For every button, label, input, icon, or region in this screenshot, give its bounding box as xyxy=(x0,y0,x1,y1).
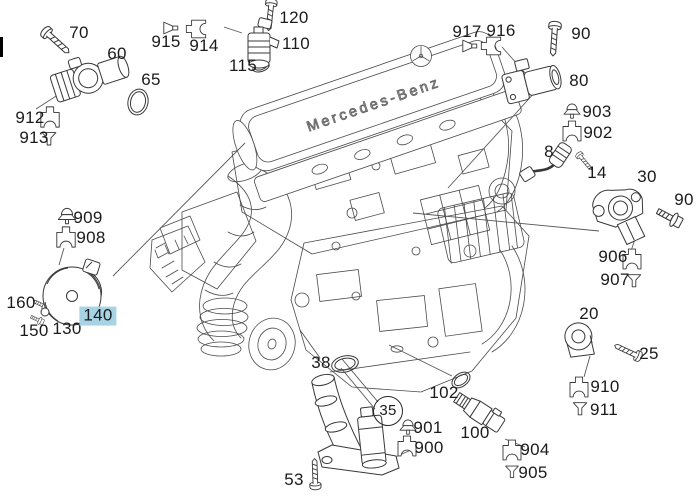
callout-38[interactable]: 38 xyxy=(311,353,331,373)
callout-911[interactable]: 911 xyxy=(589,400,619,420)
callout-70[interactable]: 70 xyxy=(69,23,89,43)
callout-912[interactable]: 912 xyxy=(15,108,45,128)
camshaft-solenoid-icon-80 xyxy=(501,58,562,105)
callout-115[interactable]: 115 xyxy=(228,56,258,76)
callout-900[interactable]: 900 xyxy=(414,438,444,458)
callout-25[interactable]: 25 xyxy=(639,344,659,364)
callout-35[interactable]: 35 xyxy=(373,396,403,426)
callout-913[interactable]: 913 xyxy=(19,128,49,148)
callout-60[interactable]: 60 xyxy=(107,44,127,64)
callout-8[interactable]: 8 xyxy=(544,142,554,162)
brand-emblem xyxy=(410,45,432,67)
engine-block-outline xyxy=(290,205,530,393)
callout-160[interactable]: 160 xyxy=(6,293,36,313)
callout-901[interactable]: 901 xyxy=(413,418,443,438)
callout-902[interactable]: 902 xyxy=(583,123,613,143)
callout-130[interactable]: 130 xyxy=(52,319,82,339)
oil-level-sensor xyxy=(357,406,387,469)
sensor-with-cable-icon-8 xyxy=(519,142,572,182)
valve-cover: Mercedes-Benz xyxy=(232,31,522,202)
callout-110[interactable]: 110 xyxy=(281,34,311,54)
callout-53[interactable]: 53 xyxy=(284,470,304,490)
callout-80[interactable]: 80 xyxy=(569,71,589,91)
purge-valve-icon-110 xyxy=(247,17,280,69)
solenoid-valve-icon-60 xyxy=(49,55,130,103)
callout-14[interactable]: 14 xyxy=(587,163,607,183)
callout-150[interactable]: 150 xyxy=(19,321,49,341)
scan-artifact xyxy=(0,37,3,57)
callout-915[interactable]: 915 xyxy=(151,32,181,52)
callout-90a[interactable]: 90 xyxy=(571,24,591,44)
oil-sensor-icon-100 xyxy=(453,392,506,433)
o-ring-icon-65 xyxy=(127,88,149,116)
callout-906[interactable]: 906 xyxy=(598,247,628,267)
cam-actuator-icon-30 xyxy=(592,188,646,245)
callout-140[interactable]: 140 xyxy=(79,306,117,326)
callout-102[interactable]: 102 xyxy=(429,383,459,403)
callout-904[interactable]: 904 xyxy=(520,440,550,460)
callout-907[interactable]: 907 xyxy=(600,270,630,290)
knock-sensor-icon-20 xyxy=(564,322,595,358)
engine-illustration: Mercedes-Benz xyxy=(149,31,530,393)
o-ring-icon-38 xyxy=(331,355,359,373)
callout-903[interactable]: 903 xyxy=(582,102,612,122)
callout-905[interactable]: 905 xyxy=(518,463,548,483)
part-icons xyxy=(29,0,685,491)
callout-65[interactable]: 65 xyxy=(141,70,161,90)
callout-20[interactable]: 20 xyxy=(579,304,599,324)
callout-908[interactable]: 908 xyxy=(76,228,106,248)
pulley xyxy=(248,317,296,371)
callout-916[interactable]: 916 xyxy=(486,21,516,41)
callout-909[interactable]: 909 xyxy=(73,208,103,228)
callout-120[interactable]: 120 xyxy=(279,8,309,28)
callout-100[interactable]: 100 xyxy=(460,423,490,443)
oil-dipstick-tube-icon-35 xyxy=(311,373,400,476)
callout-910[interactable]: 910 xyxy=(590,377,620,397)
callout-90b[interactable]: 90 xyxy=(674,190,694,210)
callout-917[interactable]: 917 xyxy=(452,22,482,42)
callout-30[interactable]: 30 xyxy=(637,167,657,187)
callout-914[interactable]: 914 xyxy=(189,36,219,56)
o-ring-icon-102 xyxy=(451,371,471,389)
